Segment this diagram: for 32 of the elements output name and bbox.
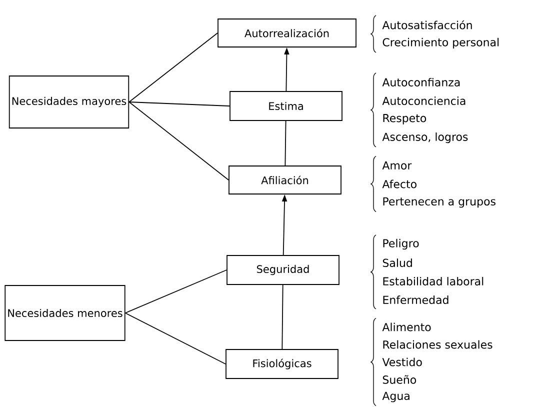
level-box: Estima xyxy=(230,91,342,121)
list-item: Estabilidad laboral xyxy=(383,276,484,286)
level-box: Seguridad xyxy=(226,255,340,285)
list-item: Crecimiento personal xyxy=(382,38,499,49)
list-item: Pertenecen a grupos xyxy=(383,197,496,208)
list-item: Enfermedad xyxy=(383,296,448,304)
level-box: Afiliación xyxy=(228,166,342,194)
level-box: Autorrealización xyxy=(218,18,356,48)
list-item: Vestido xyxy=(382,358,422,366)
connector-line xyxy=(124,270,227,314)
connector-line xyxy=(128,102,230,106)
list-item: Amor xyxy=(382,161,412,170)
need-box: Necesidades mayores xyxy=(8,76,130,128)
list-item: Peligro xyxy=(383,238,419,250)
list-item: Respeto xyxy=(383,114,426,124)
list-item: Afecto xyxy=(382,180,416,188)
list-item: Autoconfianza xyxy=(382,78,460,86)
list-item: Autoconciencia xyxy=(382,96,466,106)
connector-line xyxy=(128,32,218,102)
list-item: Ascenso, logros xyxy=(382,132,468,144)
connector-line xyxy=(128,102,229,180)
list-item: Autosatisfacción xyxy=(382,20,472,30)
list-item: Sueño xyxy=(382,375,416,384)
list-item: Relaciones sexuales xyxy=(383,340,492,349)
list-item: Salud xyxy=(382,258,412,268)
connector-line xyxy=(284,120,286,166)
connector-line xyxy=(124,312,226,364)
connector-line xyxy=(282,284,284,350)
level-box: Fisiológicas xyxy=(226,349,338,379)
need-box: Necesidades menores xyxy=(4,285,126,341)
list-item: Agua xyxy=(382,392,410,402)
list-item: Alimento xyxy=(382,322,431,332)
